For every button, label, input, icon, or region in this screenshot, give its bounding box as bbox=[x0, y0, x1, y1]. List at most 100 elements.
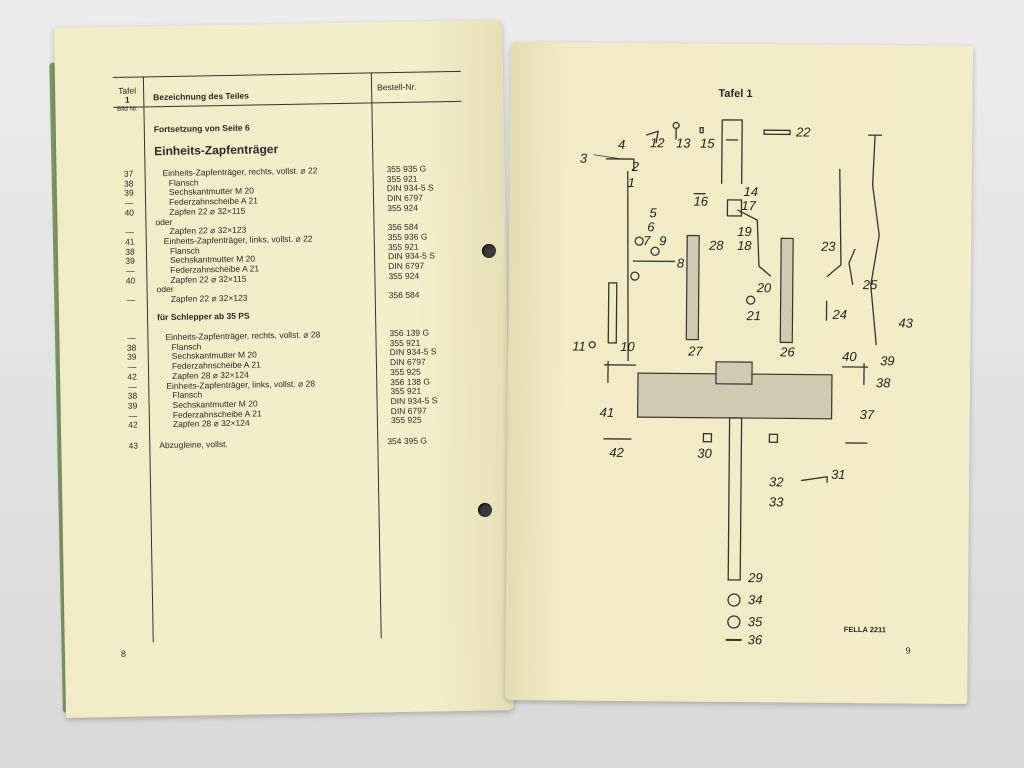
right-page: Tafel 1 bbox=[505, 41, 973, 705]
row-description: Zapfen 22 ⌀ 32×123 bbox=[170, 292, 248, 305]
row-description: Zapfen 28 ⌀ 32×124 bbox=[172, 417, 250, 430]
row-description: Zapfen 22 ⌀ 32×115 bbox=[170, 273, 247, 285]
row-order-number: 355 924 bbox=[387, 202, 419, 213]
diagram-label-6: 6 bbox=[647, 219, 655, 235]
diagram-label-13: 13 bbox=[675, 135, 691, 151]
diagram-label-7: 7 bbox=[643, 233, 651, 249]
diagram-label-38: 38 bbox=[875, 375, 891, 391]
part-40-right bbox=[842, 363, 869, 386]
diagram-label-3: 3 bbox=[579, 150, 588, 166]
diagram-label-16: 16 bbox=[693, 193, 709, 209]
footer-code: FELLA 2211 bbox=[843, 624, 887, 635]
diagram-label-36: 36 bbox=[747, 632, 763, 648]
diagram-label-37: 37 bbox=[859, 407, 875, 423]
part-14-fork bbox=[721, 119, 743, 185]
header-top-rule bbox=[112, 70, 461, 78]
section-title: Einheits-Zapfenträger bbox=[154, 142, 279, 159]
part-40-left bbox=[604, 360, 637, 383]
part-34-washer bbox=[727, 593, 741, 607]
diagram-label-1: 1 bbox=[627, 175, 635, 191]
row-bild-nr: 40 bbox=[124, 207, 135, 218]
last-item-nr: 43 bbox=[128, 440, 139, 451]
continuation-note: Fortsetzung von Seite 6 bbox=[153, 122, 250, 135]
diagram-label-24: 24 bbox=[832, 306, 848, 322]
part-1-rod bbox=[627, 171, 629, 362]
diagram-label-35: 35 bbox=[747, 614, 763, 630]
part-15 bbox=[699, 126, 704, 134]
last-item-order: 354 395 G bbox=[387, 435, 428, 447]
diagram-label-11: 11 bbox=[572, 338, 586, 354]
part-13 bbox=[672, 121, 680, 130]
part-22 bbox=[763, 129, 791, 136]
part-26-plate bbox=[779, 237, 794, 344]
page-number-left: 8 bbox=[120, 648, 127, 659]
main-frame bbox=[637, 372, 833, 420]
row-bild-nr: 42 bbox=[128, 419, 138, 431]
part-11 bbox=[588, 341, 596, 349]
diagram-label-17: 17 bbox=[741, 198, 756, 214]
diagram-label-29: 29 bbox=[748, 570, 763, 586]
diagram-label-21: 21 bbox=[746, 308, 762, 324]
left-page: Tafel 1 Bild Nr. Bezeichnung des Teiles … bbox=[54, 20, 514, 718]
diagram-label-27: 27 bbox=[688, 343, 703, 359]
part-12 bbox=[645, 130, 659, 144]
diagram-label-43: 43 bbox=[898, 315, 913, 331]
diagram-label-22: 22 bbox=[796, 124, 811, 140]
part-31 bbox=[800, 476, 828, 483]
header-order-number: Bestell-Nr. bbox=[377, 81, 417, 93]
subsection-title: für Schlepper ab 35 PS bbox=[156, 310, 250, 323]
part-29-shaft bbox=[727, 417, 743, 581]
part-27-plate bbox=[685, 234, 700, 341]
header-col-tafel: Tafel 1 Bild Nr. bbox=[115, 86, 139, 113]
part-25-hook bbox=[848, 248, 856, 286]
part-7-washer bbox=[634, 236, 644, 246]
part-7b-washer bbox=[630, 271, 640, 281]
header-tafel-number: 1 bbox=[124, 94, 130, 105]
diagram-label-30: 30 bbox=[697, 445, 712, 461]
diagram-label-10: 10 bbox=[620, 338, 635, 355]
header-description: Bezeichnung des Teiles bbox=[153, 90, 250, 103]
row-order-number: 356 584 bbox=[388, 289, 420, 301]
diagram-label-14: 14 bbox=[743, 184, 759, 200]
column-divider-2 bbox=[370, 72, 382, 639]
diagram-label-39: 39 bbox=[880, 353, 895, 369]
diagram-label-23: 23 bbox=[821, 238, 836, 254]
diagram-label-26: 26 bbox=[780, 344, 795, 360]
part-35-washer bbox=[727, 615, 741, 629]
diagram-label-28: 28 bbox=[709, 237, 724, 253]
diagram-label-15: 15 bbox=[699, 135, 715, 151]
diagram-label-19: 19 bbox=[737, 223, 752, 240]
diagram-label-32: 32 bbox=[768, 474, 784, 490]
page-number-right: 9 bbox=[905, 645, 911, 656]
diagram-label-40: 40 bbox=[842, 348, 857, 365]
part-17 bbox=[726, 199, 743, 217]
diagram-label-8: 8 bbox=[676, 255, 685, 271]
row-order-number: 355 924 bbox=[388, 270, 420, 281]
frame-center-block bbox=[715, 361, 753, 385]
binding-hole-left-top bbox=[482, 244, 496, 258]
diagram-label-25: 25 bbox=[862, 277, 878, 293]
diagram-label-42: 42 bbox=[609, 444, 624, 460]
diagram-label-18: 18 bbox=[737, 237, 752, 254]
part-30-right bbox=[768, 433, 779, 443]
row-bild-nr: 40 bbox=[125, 275, 136, 286]
part-20-crank bbox=[737, 209, 772, 277]
part-9-washer bbox=[650, 246, 660, 256]
part-30-left bbox=[702, 433, 713, 443]
part-3-leader bbox=[593, 154, 622, 160]
part-4-lever bbox=[605, 158, 635, 172]
part-43-rope bbox=[868, 134, 883, 346]
column-divider-1 bbox=[142, 76, 154, 643]
diagram-label-31: 31 bbox=[831, 466, 846, 482]
row-description: Zapfen 22 ⌀ 32×115 bbox=[169, 205, 246, 217]
exploded-parts-diagram bbox=[588, 119, 883, 642]
diagram-label-41: 41 bbox=[599, 404, 615, 420]
diagram-label-5: 5 bbox=[649, 205, 657, 221]
diagram-label-9: 9 bbox=[659, 233, 667, 249]
part-23-hook bbox=[826, 168, 842, 278]
binding-hole-left-bottom bbox=[478, 503, 492, 517]
last-item-desc: Abzugleine, vollst. bbox=[159, 438, 228, 451]
part-10 bbox=[607, 282, 618, 344]
diagram-label-34: 34 bbox=[747, 592, 763, 608]
diagram-label-4: 4 bbox=[617, 136, 626, 152]
